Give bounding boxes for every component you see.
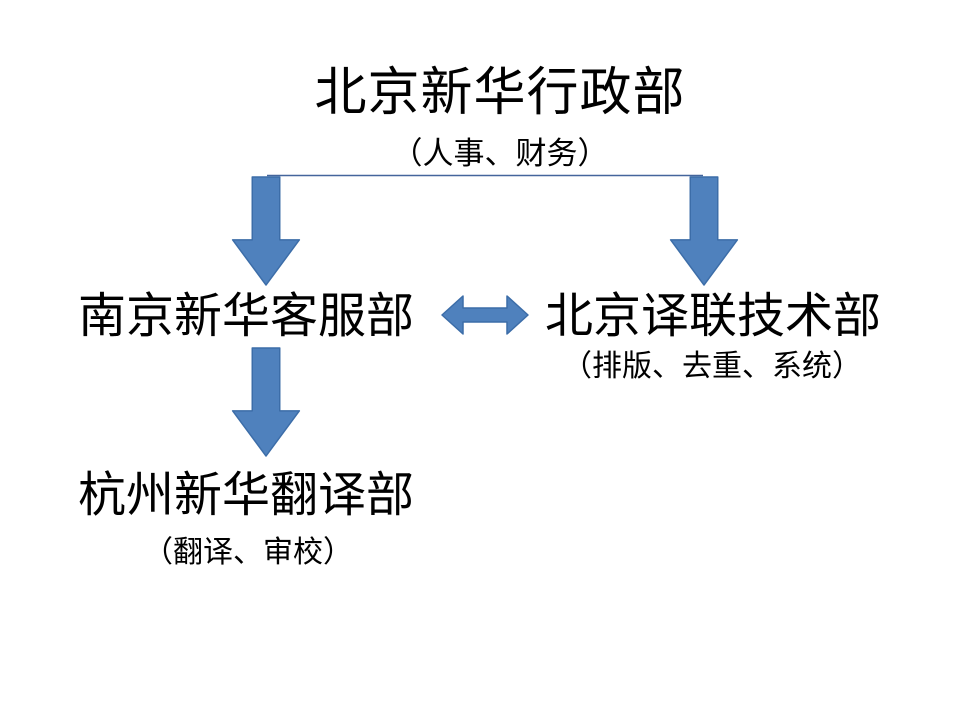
double-arrow-shape [441, 295, 529, 335]
left-node-title: 南京新华客服部 [78, 290, 415, 343]
right-node-title: 北京译联技术部 [545, 290, 882, 343]
down-arrow-icon [231, 347, 301, 457]
bottom-node-subtitle: （翻译、审校） [143, 536, 353, 569]
down-arrow-icon [669, 176, 739, 286]
connector-line [267, 174, 703, 177]
double-arrow-icon [441, 295, 529, 335]
down-arrow-icon [231, 176, 301, 286]
down-arrow-shape [231, 347, 301, 457]
root-node-title: 北京新华行政部 [314, 65, 686, 122]
down-arrow-shape [231, 176, 301, 286]
down-arrow-shape [669, 176, 739, 286]
bottom-node-title: 杭州新华翻译部 [78, 469, 415, 522]
root-node-subtitle: （人事、财务） [391, 135, 609, 171]
root-node: 北京新华行政部 （人事、财务） [40, 64, 960, 173]
right-node-subtitle: （排版、去重、系统） [562, 350, 862, 383]
